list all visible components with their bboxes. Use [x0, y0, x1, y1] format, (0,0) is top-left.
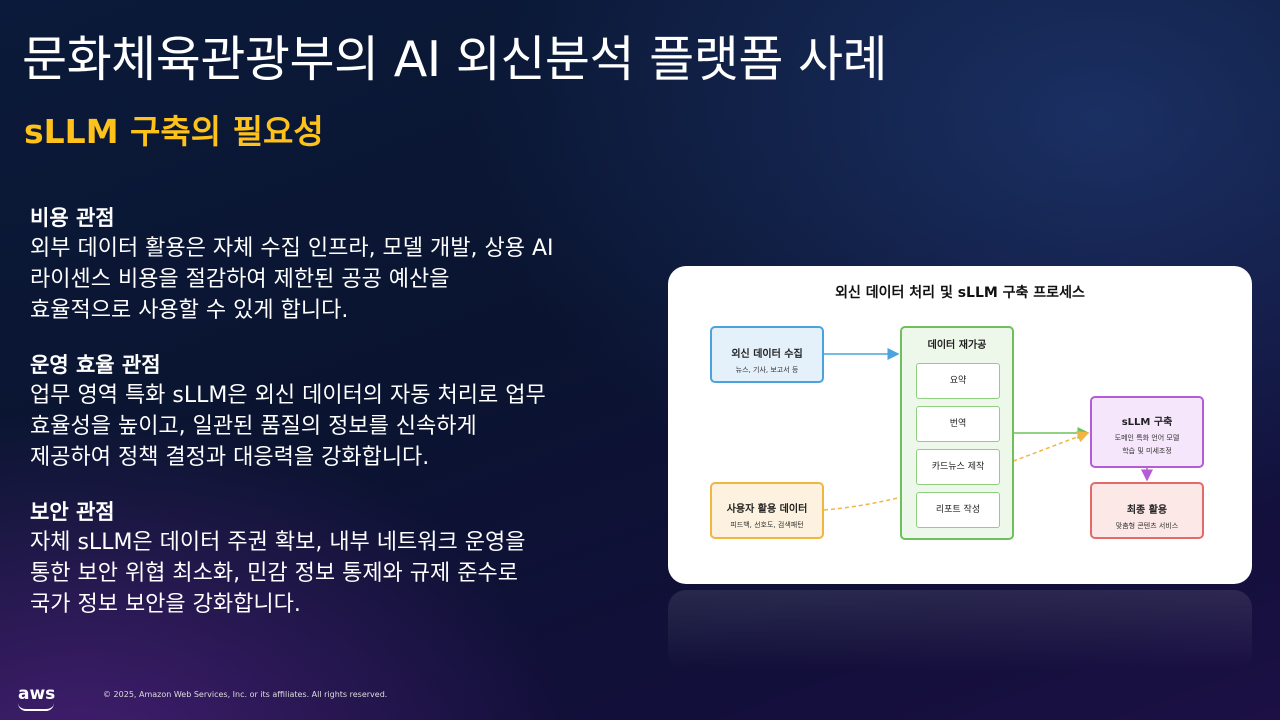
section-line: 국가 정보 보안을 강화합니다. [30, 592, 301, 617]
section-security: 보안 관점 자체 sLLM은 데이터 주권 확보, 내부 네트워크 운영을 통한… [30, 497, 650, 620]
slide-subtitle: sLLM 구축의 필요성 [24, 112, 324, 151]
aws-logo-text: aws [18, 684, 56, 704]
copyright-text: © 2025, Amazon Web Services, Inc. or its… [103, 690, 388, 699]
section-line: 제공하여 정책 결정과 대응력을 강화합니다. [30, 445, 430, 470]
process-title: 데이터 재가공 [927, 340, 987, 351]
section-line: 효율적으로 사용할 수 있게 합니다. [30, 298, 349, 323]
slide-title: 문화체육관광부의 AI 외신분석 플랫폼 사례 [22, 31, 888, 88]
section-cost: 비용 관점 외부 데이터 활용은 자체 수집 인프라, 모델 개발, 상용 AI… [30, 203, 650, 326]
process-item: 번역 [916, 406, 1000, 442]
section-heading: 운영 효율 관점 [30, 353, 161, 377]
process-item: 리포트 작성 [916, 492, 1000, 528]
process-item: 카드뉴스 제작 [916, 449, 1000, 485]
section-line: 라이센스 비용을 절감하여 제한된 공공 예산을 [30, 267, 450, 292]
sllm-box: sLLM 구축 도메인 특화 언어 모델 학습 및 미세조정 [1090, 396, 1204, 468]
section-line: 효율성을 높이고, 일관된 품질의 정보를 신속하게 [30, 414, 477, 439]
panel-reflection [668, 590, 1252, 670]
collect-title: 외신 데이터 수집 [731, 349, 803, 360]
final-title: 최종 활용 [1126, 505, 1168, 516]
diagram-title: 외신 데이터 처리 및 sLLM 구축 프로세스 [835, 285, 1085, 301]
section-operations: 운영 효율 관점 업무 영역 특화 sLLM은 외신 데이터의 자동 처리로 업… [30, 350, 650, 473]
process-box: 데이터 재가공 요약 번역 카드뉴스 제작 리포트 작성 [900, 326, 1014, 540]
final-box: 최종 활용 맞춤형 콘텐츠 서비스 [1090, 482, 1204, 539]
aws-logo: aws [18, 684, 56, 711]
user-data-box: 사용자 활용 데이터 피드백, 선호도, 검색패턴 [710, 482, 824, 539]
collect-sub: 뉴스, 기사, 보고서 등 [735, 366, 799, 374]
section-heading: 보안 관점 [30, 500, 115, 524]
process-item: 요약 [916, 363, 1000, 399]
sllm-sub: 학습 및 미세조정 [1122, 447, 1172, 455]
aws-smile-icon [18, 703, 54, 711]
section-line: 통한 보안 위협 최소화, 민감 정보 통제와 규제 준수로 [30, 561, 518, 586]
section-line: 업무 영역 특화 sLLM은 외신 데이터의 자동 처리로 업무 [30, 383, 546, 408]
section-heading: 비용 관점 [30, 206, 115, 230]
final-sub: 맞춤형 콘텐츠 서비스 [1115, 522, 1179, 530]
collect-box: 외신 데이터 수집 뉴스, 기사, 보고서 등 [710, 326, 824, 383]
section-line: 외부 데이터 활용은 자체 수집 인프라, 모델 개발, 상용 AI [30, 236, 554, 261]
process-diagram-panel: 외신 데이터 처리 및 sLLM 구축 프로세스 외신 데이터 수집 뉴스, 기… [668, 266, 1252, 584]
user-title: 사용자 활용 데이터 [726, 504, 808, 515]
user-sub: 피드백, 선호도, 검색패턴 [730, 521, 804, 529]
section-line: 자체 sLLM은 데이터 주권 확보, 내부 네트워크 운영을 [30, 530, 526, 555]
sllm-sub: 도메인 특화 언어 모델 [1114, 434, 1180, 442]
sllm-title: sLLM 구축 [1121, 417, 1173, 428]
